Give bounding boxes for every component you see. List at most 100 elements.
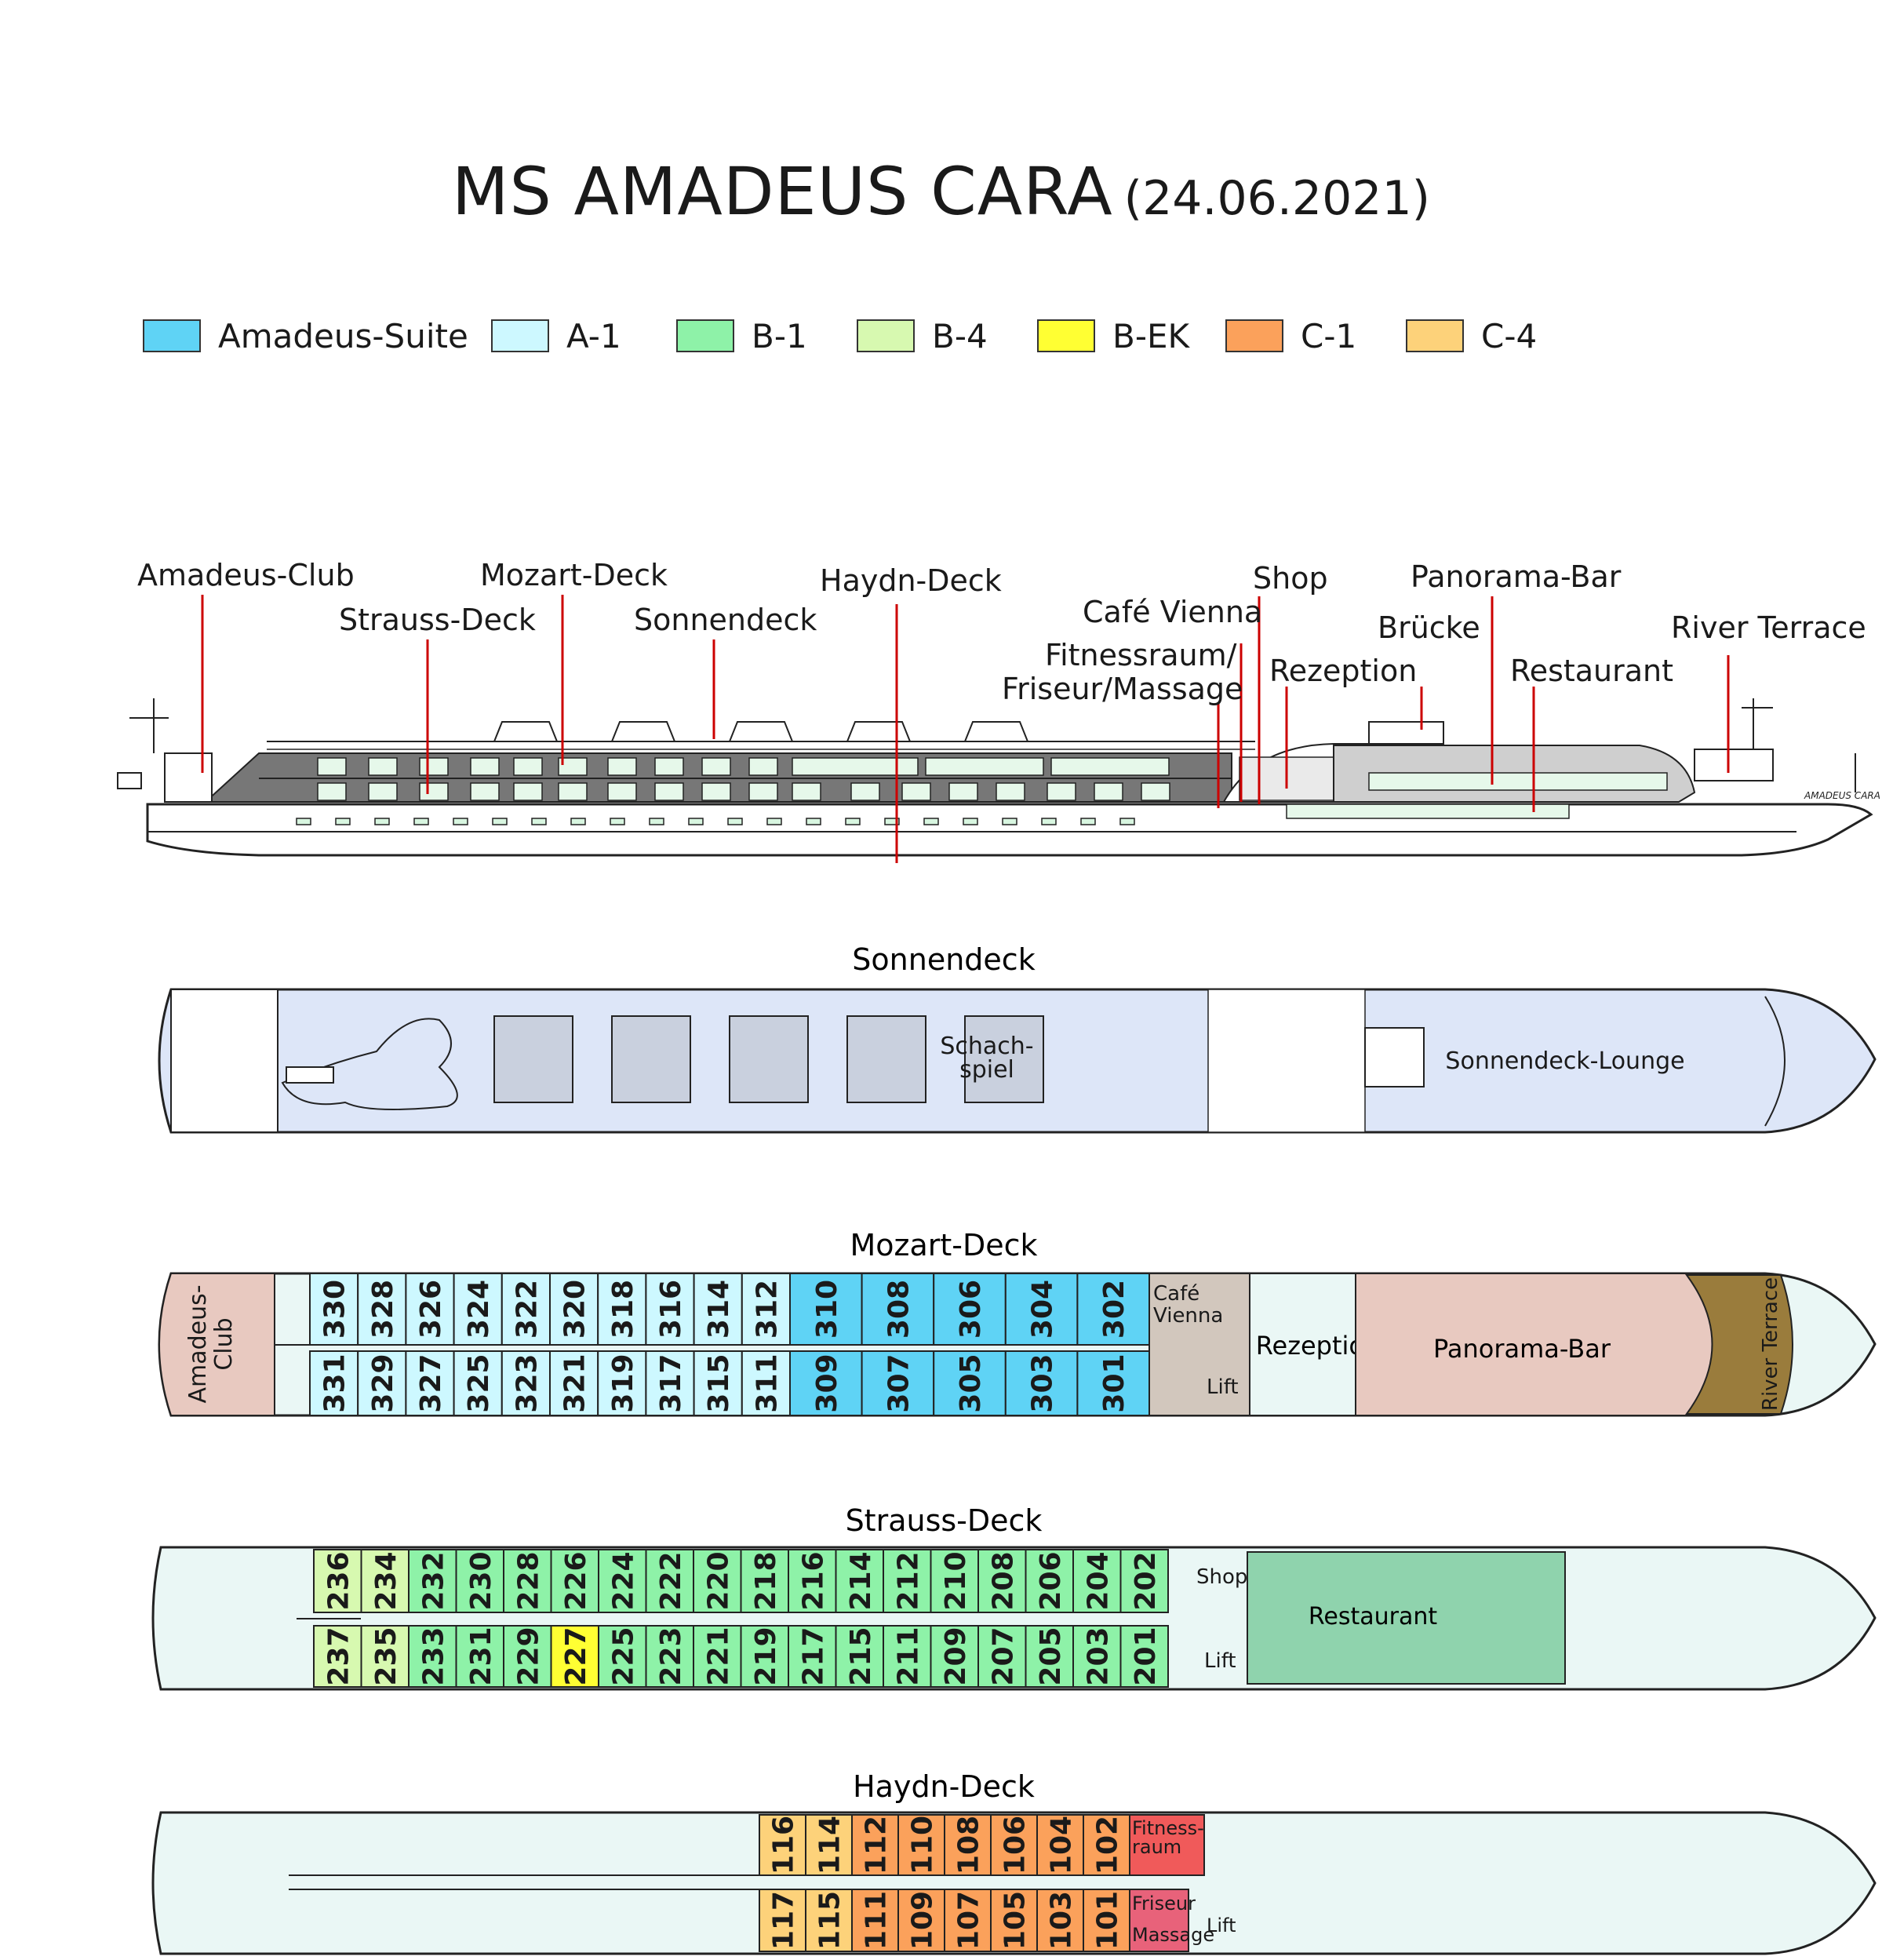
cabin-207 (977, 1625, 1027, 1688)
cabin-number: 201 (1130, 1627, 1162, 1685)
label-strauss-deck: Strauss-Deck (339, 603, 536, 637)
cabin-203 (1072, 1625, 1122, 1688)
cabin-217 (788, 1625, 837, 1688)
cabin-211 (883, 1625, 932, 1688)
cabin-316 (645, 1273, 695, 1346)
legend-label: C-4 (1481, 316, 1538, 355)
cabin-320 (549, 1273, 599, 1346)
page-title: MS AMADEUS CARA(24.06.2021) (0, 153, 1882, 230)
cabin-number: 205 (1035, 1627, 1067, 1685)
strauss-lift-label: Lift (1204, 1649, 1236, 1673)
cabin-number: 235 (370, 1627, 402, 1685)
cabin-317 (645, 1350, 695, 1416)
cabin-319 (597, 1350, 647, 1416)
cabin-number: 224 (607, 1551, 639, 1610)
cabin-number: 101 (1092, 1891, 1124, 1950)
cabin-209 (930, 1625, 979, 1688)
cabin-325 (453, 1350, 503, 1416)
label-rezeption: Rezeption (1269, 654, 1417, 688)
sonnendeck-plan: Sonnendeck Schach- spiel Sonnendeck-Loun… (158, 942, 1877, 1134)
cabin-number: 319 (607, 1353, 639, 1412)
cabin-number: 321 (559, 1353, 592, 1412)
cabin-number: 223 (655, 1627, 687, 1685)
cabin-number: 324 (463, 1280, 495, 1339)
cabin-number: 314 (703, 1280, 735, 1339)
cabin-number: 326 (415, 1280, 447, 1339)
cabin-220 (693, 1549, 742, 1613)
legend-swatch (857, 319, 915, 352)
cabin-number: 232 (417, 1551, 450, 1610)
cabin-202 (1119, 1549, 1169, 1613)
cabin-number: 311 (751, 1353, 783, 1412)
cabin-number: 216 (797, 1551, 829, 1610)
category-legend: Amadeus-Suite A-1 B-1 B-4 B-EK C-1 C-4 (143, 312, 1633, 359)
cabin-116 (759, 1814, 806, 1876)
cabin-318 (597, 1273, 647, 1346)
cabin-number: 103 (1046, 1891, 1078, 1950)
legend-label: C-1 (1301, 316, 1357, 355)
restaurant-room (1247, 1551, 1566, 1685)
haydn-lift-label: Lift (1207, 1914, 1236, 1936)
cabin-231 (455, 1625, 504, 1688)
cabin-number: 234 (370, 1551, 402, 1610)
label-mozart-deck: Mozart-Deck (480, 558, 668, 592)
sundeck-awnings (493, 721, 1028, 742)
cabin-number: 237 (322, 1627, 355, 1685)
cabin-number: 227 (560, 1627, 592, 1685)
cabin-number: 312 (751, 1280, 783, 1339)
legend-label: B-EK (1112, 316, 1190, 355)
cabin-number: 117 (768, 1891, 800, 1950)
cabin-236 (313, 1549, 362, 1613)
legend-swatch (1037, 319, 1095, 352)
cabin-number: 204 (1082, 1551, 1114, 1610)
sun-awnings (493, 1015, 1044, 1103)
cabin-216 (788, 1549, 837, 1613)
cabin-205 (1025, 1625, 1074, 1688)
cabin-number: 215 (845, 1627, 877, 1685)
cabin-number: 214 (845, 1551, 877, 1610)
cabin-number: 115 (814, 1891, 846, 1950)
pool-icon (281, 1018, 458, 1110)
cabin-number: 309 (811, 1353, 843, 1412)
cabin-number: 331 (319, 1353, 351, 1412)
ship-name: MS AMADEUS CARA (451, 153, 1113, 230)
label-sonnendeck: Sonnendeck (634, 603, 817, 637)
cabin-105 (990, 1889, 1038, 1952)
cabin-101 (1083, 1889, 1130, 1952)
cabin-308 (861, 1273, 935, 1346)
cabin-number: 318 (607, 1280, 639, 1339)
cabin-224 (598, 1549, 647, 1613)
cabin-111 (851, 1889, 899, 1952)
cabin-number: 202 (1130, 1551, 1162, 1610)
legend-item-c4: C-4 (1406, 312, 1537, 359)
restaurant-label: Restaurant (1309, 1603, 1437, 1630)
label-bruecke: Brücke (1378, 610, 1480, 645)
cabin-226 (550, 1549, 599, 1613)
legend-item-b1: B-1 (676, 312, 807, 359)
cabin-number: 221 (702, 1627, 734, 1685)
cabin-210 (930, 1549, 979, 1613)
profile-leader-lines (201, 595, 1730, 863)
cabin-number: 208 (987, 1551, 1019, 1610)
cabin-219 (740, 1625, 789, 1688)
cabin-number: 226 (560, 1551, 592, 1610)
cabin-number: 114 (814, 1816, 846, 1874)
cabin-212 (883, 1549, 932, 1613)
legend-label: B-4 (932, 316, 988, 355)
fitness-room (1129, 1814, 1205, 1876)
cabin-number: 310 (811, 1280, 843, 1339)
cabin-number: 106 (999, 1816, 1032, 1874)
cabin-307 (861, 1350, 935, 1416)
mozart-title: Mozart-Deck (850, 1228, 1037, 1262)
label-friseur-massage: Friseur/Massage (1002, 672, 1243, 706)
cabin-number: 233 (417, 1627, 450, 1685)
label-fitnessraum: Fitnessraum/ (1045, 638, 1237, 672)
label-cafe-vienna: Café Vienna (1083, 595, 1262, 629)
